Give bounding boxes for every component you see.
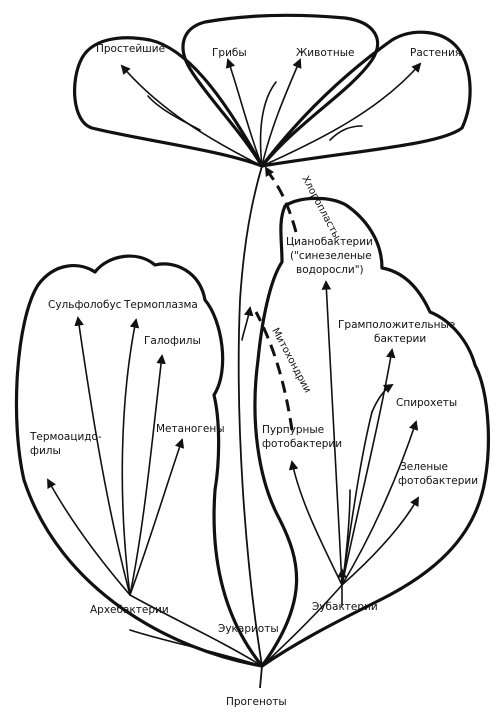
label-plants: Растения (410, 47, 461, 59)
label-thermoacidophiles-2: филы (30, 445, 61, 457)
mitochondria-branch (241, 306, 254, 341)
branch-green-bacteria (341, 496, 419, 586)
chloroplast-arrowhead (265, 166, 275, 179)
branch-spirochetes-arrow (371, 383, 394, 413)
label-eukaryotes: Эукариоты (218, 623, 279, 635)
branch-plants-sub (329, 125, 363, 141)
label-progenotes: Прогеноты (226, 696, 287, 708)
label-archaebacteria: Архебактерии (90, 604, 169, 616)
label-fungi: Грибы (212, 47, 247, 59)
label-animals: Животные (296, 47, 354, 59)
label-cyanobacteria-3: водоросли") (296, 264, 364, 276)
branch-protozoa-sub (147, 95, 201, 131)
branch-gram-positive (341, 348, 396, 586)
protozoa-lobe-outline (72, 36, 264, 168)
branch-animals (261, 58, 302, 167)
branch-protozoa (120, 64, 263, 167)
label-gram-positive-2: бактерии (374, 333, 426, 345)
branch-plants (261, 62, 422, 167)
archaebacteria-lobe-outline (14, 254, 264, 668)
label-methanogens: Метаногены (156, 423, 225, 435)
eukaryote-trunk (237, 165, 263, 667)
fungi-animals-lobe-outline (181, 13, 380, 168)
label-mitochondria: Митохондрии (269, 326, 312, 395)
branch-extra-1 (341, 420, 419, 586)
label-purple-bacteria-2: фотобактерии (262, 438, 342, 450)
archaebacteria-stem-2 (129, 629, 263, 667)
eubacteria-lobe-outline (253, 196, 490, 668)
branch-purple-bacteria (288, 460, 343, 586)
label-cyanobacteria-1: Цианобактерии (286, 236, 373, 248)
branch-fungi (225, 58, 263, 167)
label-thermoplasma: Термоплазма (123, 299, 198, 311)
label-sulfolobus: Сульфолобус (48, 299, 122, 311)
label-purple-bacteria-1: Пурпурные (262, 424, 324, 436)
label-green-bacteria-2: фотобактерии (398, 475, 478, 487)
branch-sulfolobus (74, 316, 131, 596)
progenote-root (259, 665, 263, 689)
label-protozoa: Простейшие (96, 43, 165, 55)
label-green-bacteria-1: Зеленые (400, 461, 448, 473)
eubacteria-stem (261, 584, 343, 667)
label-thermoacidophiles-1: Термоацидо- (29, 431, 102, 443)
archaebacteria-stem (129, 594, 263, 667)
branch-thermoacidophiles (47, 478, 131, 596)
label-gram-positive-1: Грамположительные (338, 319, 455, 331)
branch-animals-sub (259, 81, 277, 167)
branch-thermoplasma (121, 318, 140, 596)
label-eubacteria: Эубактерии (312, 601, 378, 613)
plants-lobe-outline (260, 30, 472, 168)
label-chloroplasts: Хлоропласты (299, 174, 342, 241)
branch-cyanobacteria (321, 280, 343, 586)
mitochondria-dashed-arrow (254, 311, 294, 431)
label-cyanobacteria-2: ("синезеленые (290, 250, 372, 262)
branch-halophiles (129, 354, 166, 596)
label-halophiles: Галофилы (144, 335, 201, 347)
branch-methanogens (129, 438, 185, 596)
label-spirochetes: Спирохеты (396, 397, 457, 409)
